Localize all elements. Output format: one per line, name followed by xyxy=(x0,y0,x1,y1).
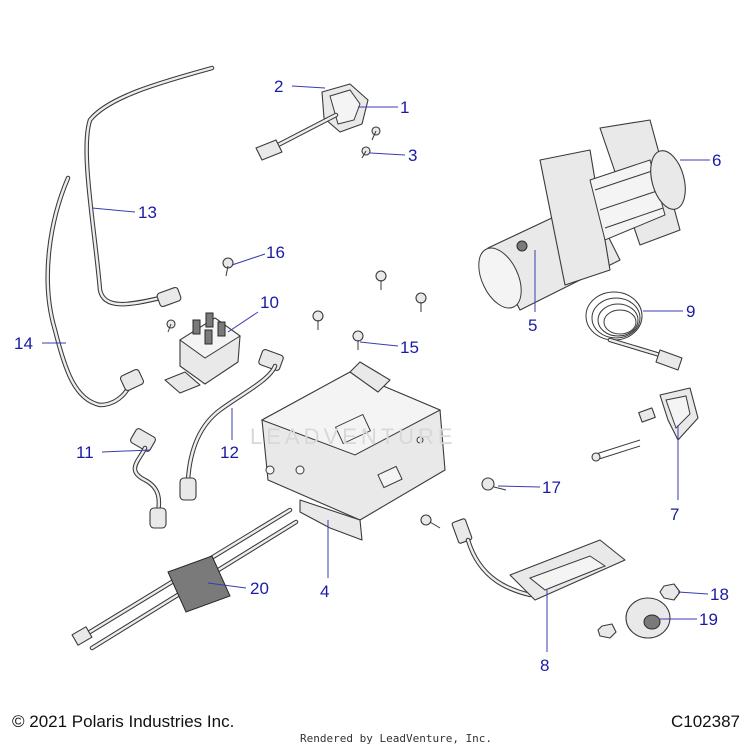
callout-20[interactable]: 20 xyxy=(250,579,269,598)
callout-4[interactable]: 4 xyxy=(320,582,329,601)
fairlead-8[interactable] xyxy=(420,514,626,601)
leader-lines xyxy=(42,85,710,652)
cable-13[interactable] xyxy=(84,65,215,308)
callout-1[interactable]: 1 xyxy=(400,98,409,117)
winch-rope-9[interactable] xyxy=(585,291,683,371)
callout-10[interactable]: 10 xyxy=(260,293,279,312)
cable-12[interactable] xyxy=(179,349,284,501)
hook-7[interactable] xyxy=(591,387,699,462)
bolt-group-15[interactable] xyxy=(312,270,427,350)
callout-7[interactable]: 7 xyxy=(670,505,679,524)
copyright-text: © 2021 Polaris Industries Inc. xyxy=(12,712,235,731)
callout-13[interactable]: 13 xyxy=(138,203,157,222)
callout-2[interactable]: 2 xyxy=(274,77,283,96)
cable-11[interactable] xyxy=(129,428,167,529)
switch-assembly[interactable] xyxy=(255,83,381,161)
callout-19[interactable]: 19 xyxy=(699,610,718,629)
callout-15[interactable]: 15 xyxy=(400,338,419,357)
callout-9[interactable]: 9 xyxy=(686,302,695,321)
callout-16[interactable]: 16 xyxy=(266,243,285,262)
callout-11[interactable]: 11 xyxy=(76,443,94,462)
callout-18[interactable]: 18 xyxy=(710,585,729,604)
callout-3[interactable]: 3 xyxy=(408,146,417,165)
diagram-id: C102387 xyxy=(670,712,740,731)
callout-14[interactable]: 14 xyxy=(14,334,33,353)
nut-18[interactable] xyxy=(597,583,681,639)
bolt-17[interactable] xyxy=(481,477,507,491)
callout-8[interactable]: 8 xyxy=(540,656,549,675)
rendered-by-text: Rendered by LeadVenture, Inc. xyxy=(300,732,493,745)
cap-19[interactable] xyxy=(625,597,671,639)
mounting-bracket-4[interactable] xyxy=(260,361,446,541)
cable-14[interactable] xyxy=(45,175,145,408)
contactor-10[interactable] xyxy=(164,312,241,394)
callout-6[interactable]: 6 xyxy=(712,151,721,170)
winch-5[interactable] xyxy=(470,119,691,315)
bolt-16[interactable] xyxy=(222,257,234,277)
callout-5[interactable]: 5 xyxy=(528,316,537,335)
callout-12[interactable]: 12 xyxy=(220,443,239,462)
callout-numbers: 1 2 3 4 5 6 7 8 9 10 11 12 13 14 15 16 1… xyxy=(14,77,729,675)
harness-20[interactable] xyxy=(71,507,299,651)
callout-17[interactable]: 17 xyxy=(542,478,561,497)
watermark: LEADVENTURE xyxy=(250,424,457,449)
